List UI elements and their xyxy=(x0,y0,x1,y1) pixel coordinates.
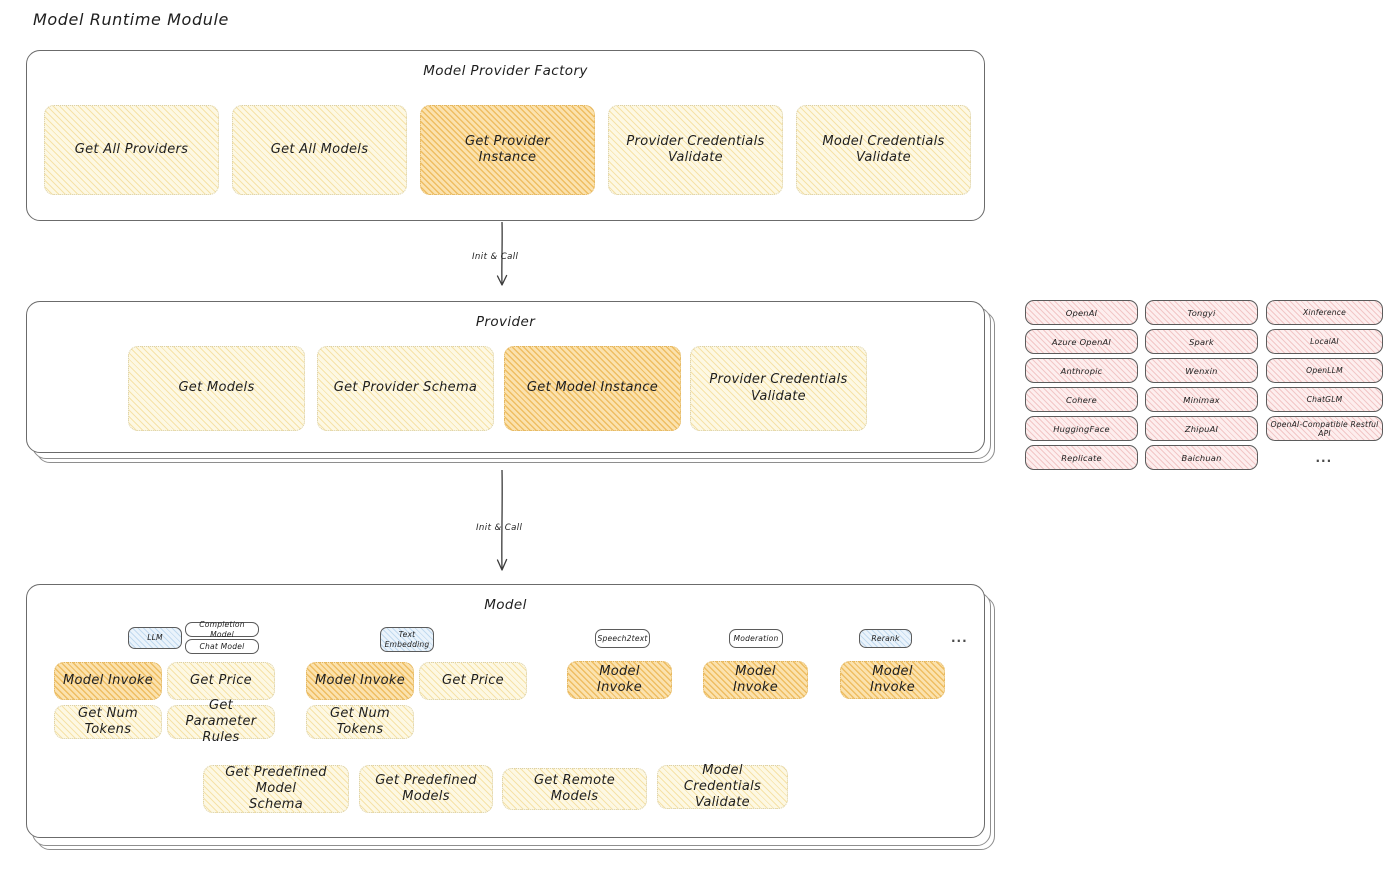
model-moderation-node-model-invoke[interactable]: Model Invoke xyxy=(703,661,808,699)
provider-chip-tongyi[interactable]: Tongyi xyxy=(1145,300,1258,325)
provider-chip-openllm[interactable]: OpenLLM xyxy=(1266,358,1383,383)
provider-node-get-model-instance[interactable]: Get Model Instance xyxy=(504,346,681,431)
model-text-embedding-node-get-num-tokens[interactable]: Get Num Tokens xyxy=(306,705,414,739)
provider-list-ellipsis: ... xyxy=(1315,451,1333,465)
arrow-provider-to-model-label: Init & Call xyxy=(476,523,523,533)
model-types-ellipsis: ... xyxy=(951,631,968,645)
factory-title: Model Provider Factory xyxy=(423,63,588,79)
provider-chip-spark[interactable]: Spark xyxy=(1145,329,1258,354)
provider-chip-cohere[interactable]: Cohere xyxy=(1025,387,1138,412)
model-text-embedding-node-model-invoke[interactable]: Model Invoke xyxy=(306,662,414,700)
model-type-badge-rerank[interactable]: Rerank xyxy=(859,629,912,648)
provider-chip-wenxin[interactable]: Wenxin xyxy=(1145,358,1258,383)
arrow-factory-to-provider xyxy=(496,221,508,286)
provider-chip-xinference[interactable]: Xinference xyxy=(1266,300,1383,325)
provider-chip-chatglm[interactable]: ChatGLM xyxy=(1266,387,1383,412)
model-type-badge-moderation[interactable]: Moderation xyxy=(729,629,783,648)
model-text-embedding-node-get-price[interactable]: Get Price xyxy=(419,662,527,700)
provider-chip-openai-compatible-restful-api[interactable]: OpenAI-Compatible Restful API xyxy=(1266,416,1383,441)
model-type-badge-llm[interactable]: LLM xyxy=(128,627,182,649)
provider-chip-baichuan[interactable]: Baichuan xyxy=(1145,445,1258,470)
model-type-badge-speech2text[interactable]: Speech2text xyxy=(595,629,650,648)
model-llm-node-model-invoke[interactable]: Model Invoke xyxy=(54,662,162,700)
model-speech2text-node-model-invoke[interactable]: Model Invoke xyxy=(567,661,672,699)
arrow-provider-to-model xyxy=(496,469,508,571)
provider-chip-huggingface[interactable]: HuggingFace xyxy=(1025,416,1138,441)
provider-chip-localai[interactable]: LocalAI xyxy=(1266,329,1383,354)
provider-title: Provider xyxy=(475,314,536,330)
model-subtype-badge-chat-model[interactable]: Chat Model xyxy=(185,639,259,654)
provider-node-get-models[interactable]: Get Models xyxy=(128,346,305,431)
provider-chip-zhipuai[interactable]: ZhipuAI xyxy=(1145,416,1258,441)
provider-chip-openai[interactable]: OpenAI xyxy=(1025,300,1138,325)
model-title: Model xyxy=(484,597,527,613)
model-llm-node-get-price[interactable]: Get Price xyxy=(167,662,275,700)
model-llm-node-get-num-tokens[interactable]: Get Num Tokens xyxy=(54,705,162,739)
factory-node-get-all-providers[interactable]: Get All Providers xyxy=(44,105,219,195)
provider-chip-replicate[interactable]: Replicate xyxy=(1025,445,1138,470)
provider-chip-azure-openai[interactable]: Azure OpenAI xyxy=(1025,329,1138,354)
model-subtype-badge-completion-model[interactable]: Completion Model xyxy=(185,620,259,639)
page-title: Model Runtime Module xyxy=(33,10,229,29)
arrow-factory-to-provider-label: Init & Call xyxy=(472,252,519,262)
provider-chip-minimax[interactable]: Minimax xyxy=(1145,387,1258,412)
model-rerank-node-model-invoke[interactable]: Model Invoke xyxy=(840,661,945,699)
factory-node-get-all-models[interactable]: Get All Models xyxy=(232,105,407,195)
provider-node-get-provider-schema[interactable]: Get Provider Schema xyxy=(317,346,494,431)
provider-chip-anthropic[interactable]: Anthropic xyxy=(1025,358,1138,383)
model-shared-node-get-remote-models[interactable]: Get Remote Models xyxy=(502,768,647,810)
